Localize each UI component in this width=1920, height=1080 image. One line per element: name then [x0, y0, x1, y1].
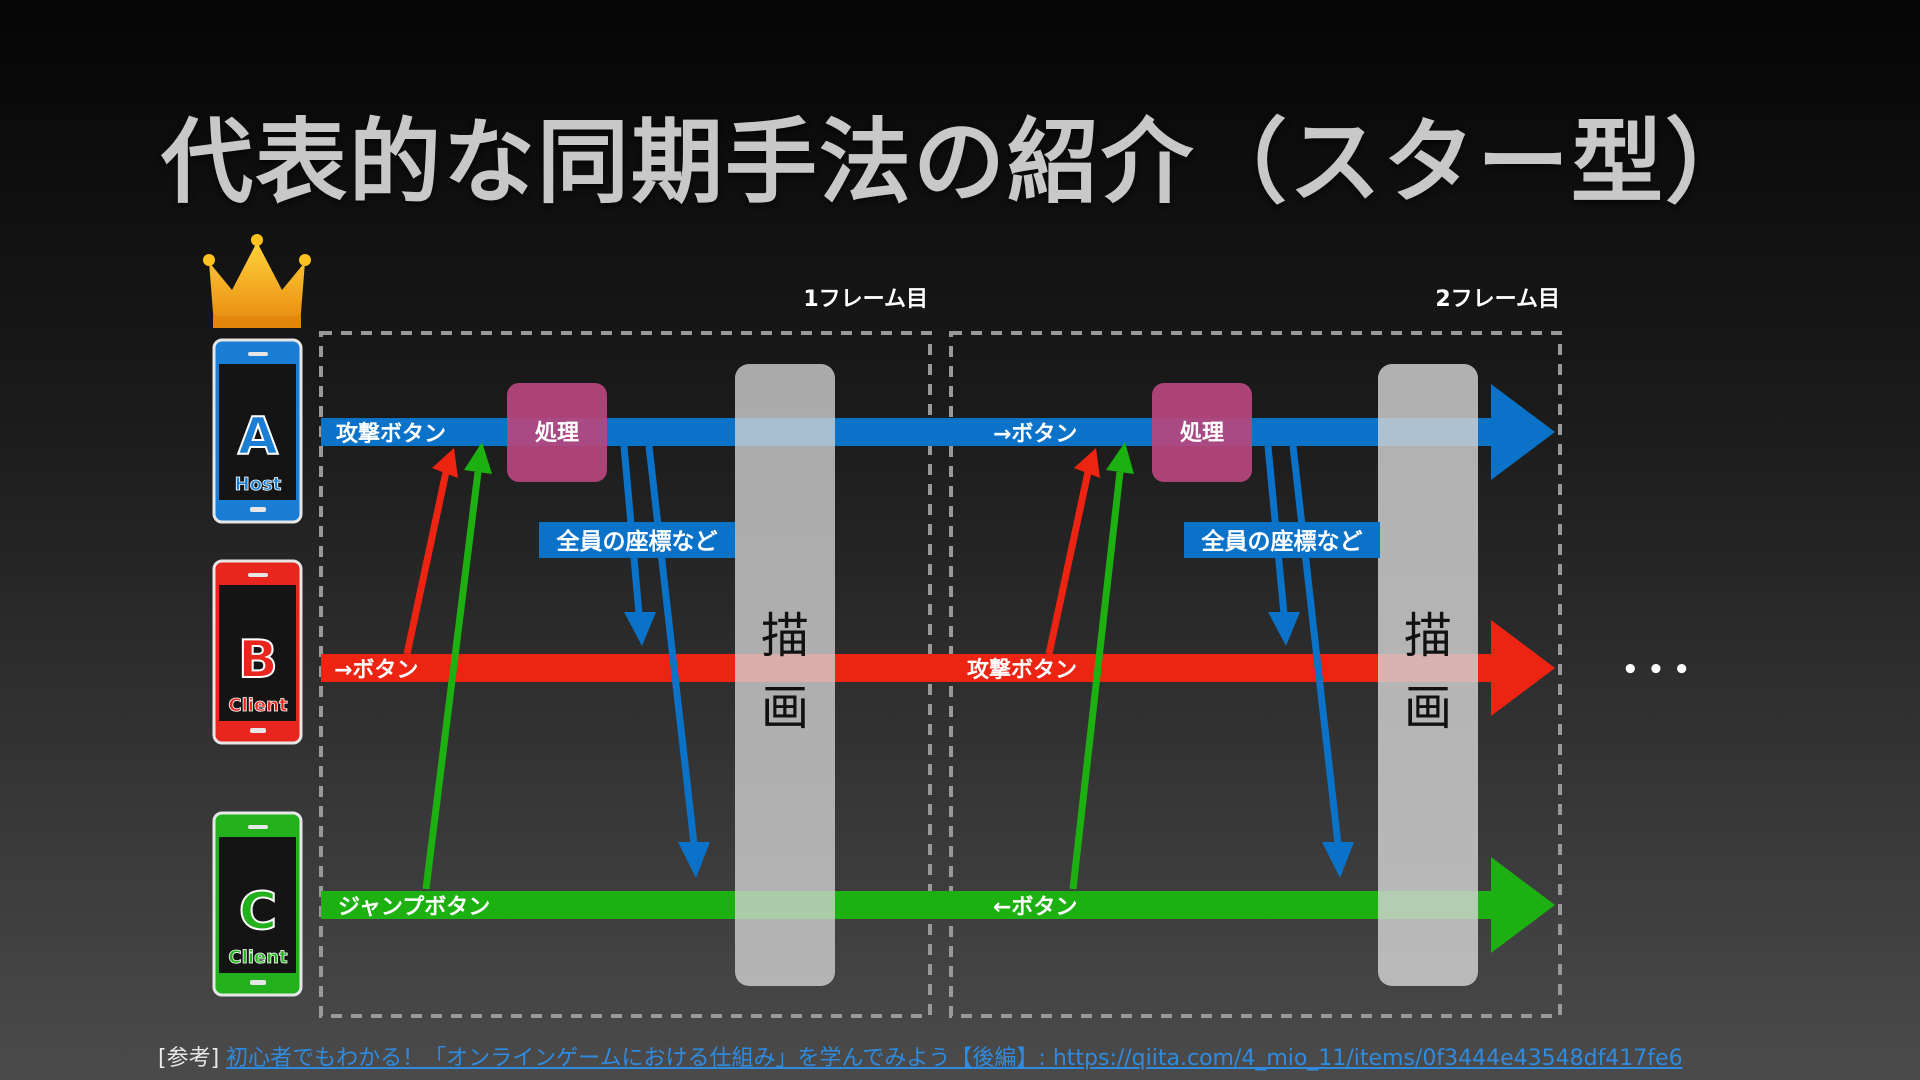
arrow-host-to-c-1 — [645, 445, 710, 878]
input-label-a-frame1: 攻撃ボタン — [336, 421, 446, 447]
frame-1-label: 1フレーム目 — [803, 287, 928, 312]
device-c-role: Client — [228, 947, 288, 968]
page-title: 代表的な同期手法の紹介（スター型） — [160, 109, 1759, 216]
input-label-a-frame2: →ボタン — [993, 422, 1077, 447]
device-a-role: Host — [235, 474, 282, 495]
reference-link[interactable]: 初心者でもわかる！「オンラインゲームにおける仕組み」を学んでみよう【後編】: h… — [226, 1046, 1683, 1071]
arrow-host-to-c-2 — [1289, 445, 1354, 878]
input-label-c-frame2: ←ボタン — [993, 895, 1077, 920]
device-b-phone-icon: B Client — [212, 559, 303, 745]
render-char-1a: 描 — [761, 608, 809, 664]
crown-icon — [203, 234, 311, 328]
process-box-2 — [1152, 383, 1252, 482]
device-a-phone-icon: A Host — [212, 338, 303, 524]
render-char-2a: 描 — [1404, 608, 1452, 664]
arrow-c-to-host-2 — [1069, 442, 1134, 890]
input-label-c-frame1: ジャンプボタン — [338, 895, 490, 920]
device-c-letter: C — [239, 882, 277, 942]
broadcast-label-bg-1 — [539, 522, 735, 558]
frame-2-label: 2フレーム目 — [1435, 287, 1560, 312]
process-label-2: 処理 — [1180, 420, 1224, 446]
timeline-host — [321, 384, 1555, 480]
device-b-letter: B — [238, 630, 278, 690]
device-b-role: Client — [228, 695, 288, 716]
arrow-b-to-host-2 — [1045, 448, 1100, 655]
input-label-b-frame2: 攻撃ボタン — [967, 657, 1077, 683]
process-box-1 — [507, 383, 607, 482]
reference-footer: [参考] 初心者でもわかる！「オンラインゲームにおける仕組み」を学んでみよう【後… — [158, 1040, 1683, 1072]
device-c-phone-icon: C Client — [212, 811, 303, 997]
render-char-1b: 画 — [761, 680, 809, 736]
broadcast-label-2: 全員の座標など — [1201, 528, 1363, 555]
broadcast-label-bg-2 — [1184, 522, 1380, 558]
broadcast-label-1: 全員の座標など — [556, 528, 718, 555]
device-a-letter: A — [238, 407, 278, 467]
arrow-c-to-host-1 — [422, 442, 492, 890]
render-bar-2 — [1378, 364, 1478, 986]
process-label-1: 処理 — [535, 420, 579, 446]
timeline-client-c — [321, 857, 1555, 953]
arrow-b-to-host-1 — [403, 448, 458, 655]
continuation-ellipsis: • • • — [1622, 655, 1690, 685]
render-char-2b: 画 — [1404, 680, 1452, 736]
render-bar-1 — [735, 364, 835, 986]
timeline-client-b — [321, 620, 1555, 716]
reference-prefix: [参考] — [158, 1046, 220, 1071]
input-label-b-frame1: →ボタン — [334, 658, 418, 683]
